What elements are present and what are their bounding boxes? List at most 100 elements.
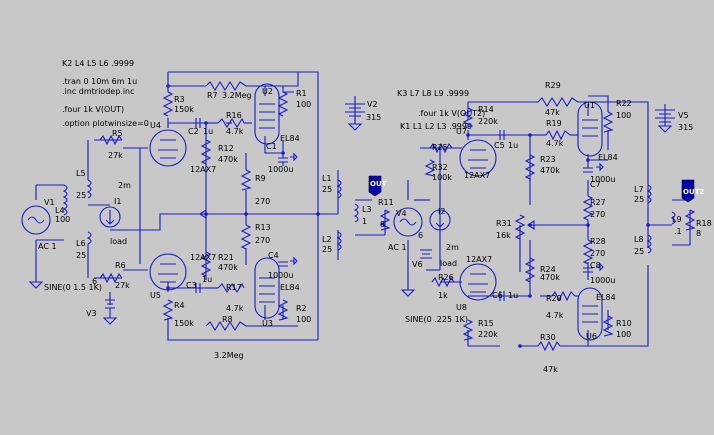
label-R26: R26 — [438, 273, 454, 282]
label-tube-U8-type: 12AX7 — [466, 255, 492, 264]
label-R18-value: 8 — [696, 229, 701, 238]
net-flag-out2: OUT2 — [681, 179, 704, 203]
net-label-out2: OUT2 — [683, 188, 704, 196]
label-R26-value: 1k — [438, 291, 448, 300]
label-R3: R3 — [174, 95, 185, 104]
label-R13: R13 — [255, 223, 271, 232]
label-U5: U5 — [150, 291, 161, 300]
label-R20-value: 4.7k — [546, 311, 564, 320]
directive-four-right: .four 1k V(OUT2) — [418, 109, 485, 118]
label-R28-value: 270 — [590, 249, 605, 258]
label-R30: R30 — [540, 333, 556, 342]
label-R12-value: 470k — [218, 155, 238, 164]
label-L3: L3 — [362, 205, 372, 214]
right-capacitors — [499, 130, 604, 301]
label-tube-U7-type: 12AX7 — [464, 171, 490, 180]
label-R5-value: 27k — [108, 151, 123, 160]
label-V3-value: 6 — [92, 277, 97, 286]
label-R23: R23 — [540, 155, 556, 164]
label-R6: R6 — [115, 261, 126, 270]
label-C5-value: 1u — [508, 141, 518, 150]
label-C6-value: 1u — [508, 291, 518, 300]
label-R1-value: 100 — [296, 100, 311, 109]
label-C1-value: 1000u — [268, 165, 293, 174]
directive-four-left: .four 1k V(OUT) — [62, 105, 124, 114]
label-L9-value: .1 — [674, 227, 682, 236]
label-R14-value: 220k — [478, 117, 498, 126]
label-R19-value: 4.7k — [546, 139, 564, 148]
label-source-right: SINE(0 .225 1K) — [405, 315, 468, 324]
label-V5-value: 315 — [678, 123, 693, 132]
left-tubes — [149, 83, 280, 319]
label-tube-U5-type: 12AX7 — [190, 253, 216, 262]
directive-tran: .tran 0 10m 6m 1u — [62, 77, 137, 86]
label-L8-value: 25 — [634, 247, 644, 256]
label-C4: C4 — [268, 251, 279, 260]
label-U6: U6 — [586, 332, 597, 341]
right-sources — [393, 109, 676, 297]
label-L4-value: 100 — [55, 215, 70, 224]
label-R32-value: 100k — [432, 173, 452, 182]
label-R22-value: 100 — [616, 111, 631, 120]
label-R25: R25 — [432, 143, 448, 152]
directive-coupling-right-2: K1 L1 L2 L3 .9999 — [400, 122, 472, 131]
label-L1: L1 — [322, 174, 332, 183]
label-R4-value: 150k — [174, 319, 194, 328]
label-L7-value: 25 — [634, 195, 644, 204]
label-V5: V5 — [678, 111, 689, 120]
label-R4: R4 — [174, 301, 185, 310]
label-R7: R7 — [207, 91, 218, 100]
label-L2: L2 — [322, 235, 332, 244]
label-V4-value: AC 1 — [388, 243, 407, 252]
left-sources — [21, 103, 365, 325]
left-resistors — [99, 80, 391, 332]
label-R27: R27 — [590, 198, 606, 207]
label-R24: R24 — [540, 265, 556, 274]
label-current-left: 2m — [118, 181, 131, 190]
label-L3-value: 1 — [362, 217, 367, 226]
label-L8: L8 — [634, 235, 644, 244]
label-source-left: SINE(0 1.5 1K) — [44, 283, 102, 292]
left-labels: R7 3.2Meg R3 150k U4 C2 1u R16 4.7k U2 E… — [38, 87, 394, 360]
label-C2-value: 1u — [203, 127, 213, 136]
label-C2: C2 — [188, 127, 199, 136]
label-R6-value: 27k — [115, 281, 130, 290]
label-R17: R17 — [226, 283, 242, 292]
label-R28: R28 — [590, 237, 606, 246]
right-resistors — [424, 96, 696, 352]
label-R11: R11 — [378, 198, 394, 207]
junction-dots — [166, 84, 650, 348]
label-R16-value: 4.7k — [226, 127, 244, 136]
label-3meg-bottom: 3.2Meg — [214, 351, 244, 360]
label-L2-value: 25 — [322, 245, 332, 254]
right-tubes — [459, 101, 603, 341]
label-V4: V4 — [396, 209, 407, 218]
right-labels: R29 47k R14 220k U1 EL84 R22 100 R19 4.7… — [388, 81, 712, 374]
label-R10-value: 100 — [616, 330, 631, 339]
label-I2: I2 — [438, 207, 445, 216]
label-U3: U3 — [262, 319, 273, 328]
label-L7: L7 — [634, 185, 644, 194]
label-C4-value: 1000u — [268, 271, 293, 280]
label-R7-value: 3.2Meg — [222, 91, 252, 100]
label-R2-value: 100 — [296, 315, 311, 324]
label-C5: C5 — [494, 141, 505, 150]
directive-inc: .inc dmtriodep.inc — [62, 87, 135, 96]
label-V1: V1 — [44, 198, 55, 207]
label-R15-value: 220k — [478, 330, 498, 339]
label-U2-type: EL84 — [280, 134, 300, 143]
label-L4: L4 — [55, 206, 65, 215]
label-C8-value: 1000u — [590, 276, 615, 285]
net-flag-out: OUT — [368, 175, 387, 197]
label-R21: R21 — [218, 253, 234, 262]
label-U1: U1 — [584, 101, 595, 110]
label-R32: R32 — [432, 163, 448, 172]
label-U2: U2 — [262, 87, 273, 96]
label-R12: R12 — [218, 144, 234, 153]
net-label-out: OUT — [370, 180, 387, 188]
label-47k-bottom: 47k — [543, 365, 558, 374]
label-U6-type: EL84 — [596, 293, 616, 302]
left-capacitors — [195, 118, 298, 293]
label-R16: R16 — [226, 111, 242, 120]
label-V1-value: AC 1 — [38, 242, 57, 251]
